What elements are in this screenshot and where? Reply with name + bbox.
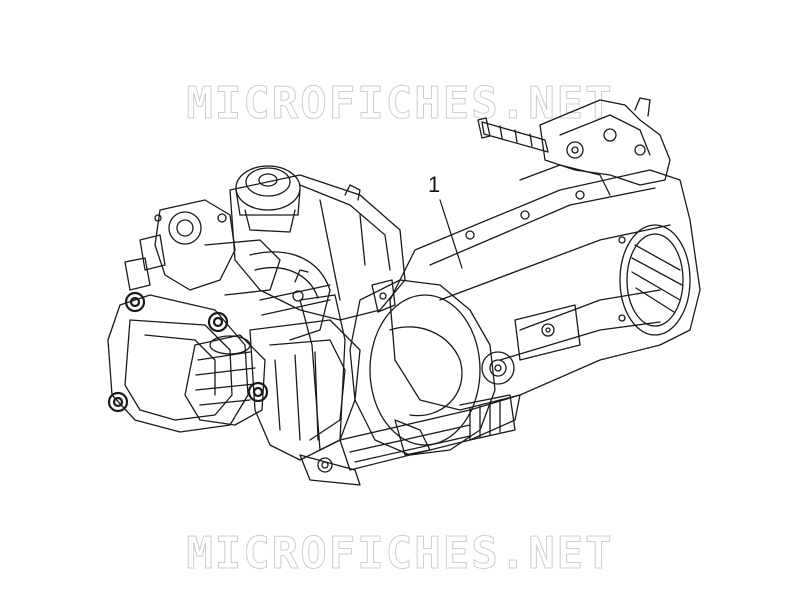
callout-label-1: 1 [428, 172, 441, 197]
mounting-bolts [107, 291, 269, 413]
vent-cover [618, 224, 691, 336]
lower-fins [339, 394, 521, 471]
intake-manifold [249, 251, 331, 341]
valve-cover [107, 294, 249, 433]
callout-leader-1 [439, 199, 463, 269]
cylinder-block [229, 174, 406, 321]
throttle-body [124, 199, 281, 296]
watermark-top: MICROFICHES.NET [186, 78, 614, 130]
oil-filter [184, 334, 266, 426]
gearbox-housing [519, 97, 671, 196]
drive-shaft [477, 117, 549, 153]
crankcase [249, 319, 361, 486]
watermark-bottom: MICROFICHES.NET [186, 528, 614, 580]
mount-bracket [299, 279, 396, 451]
variator-cover [389, 169, 701, 411]
intake-cap [235, 165, 301, 233]
